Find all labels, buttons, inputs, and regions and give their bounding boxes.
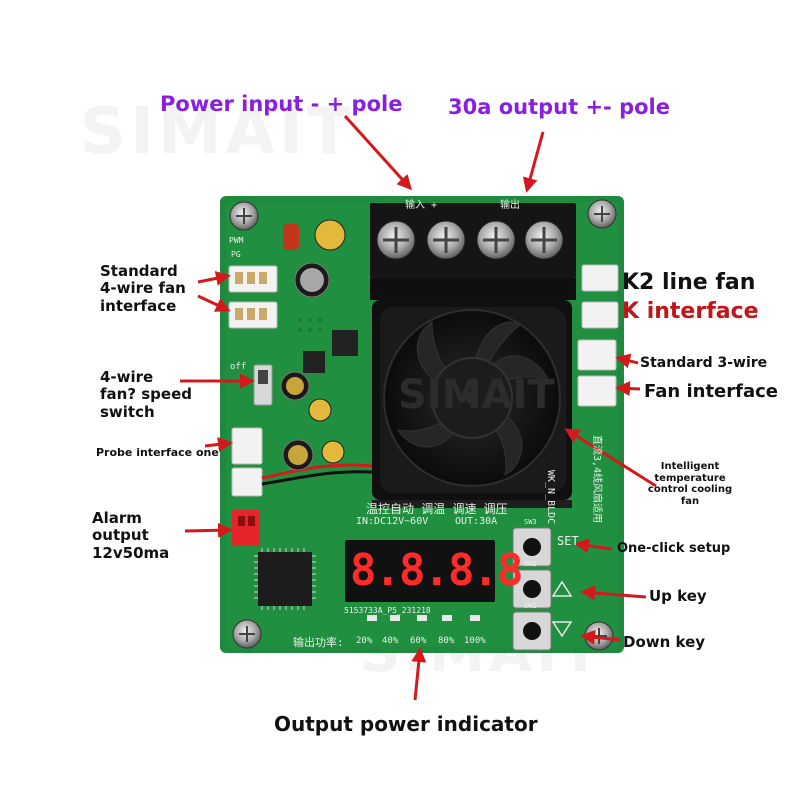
label-up-key: Up key	[649, 587, 707, 605]
label-k-interface: K interface	[622, 299, 759, 324]
silk-in: IN:DC12V~60V	[356, 516, 429, 527]
label-power-input: Power input - + pole	[160, 92, 403, 116]
conn-k	[581, 301, 619, 329]
label-std4-line1: Standard	[100, 262, 178, 280]
label-alarm-line3: 12v50ma	[92, 543, 170, 562]
silk-level-60: 60%	[410, 636, 427, 646]
label-output-pole: 30a output +- pole	[448, 95, 670, 119]
display-digits: 8.8.8.8	[350, 545, 523, 596]
label-speed-line2: fan? speed	[100, 385, 192, 404]
terminal-block	[370, 203, 576, 300]
label-fan-interface: Fan interface	[644, 381, 778, 402]
conn-3wire-1	[577, 339, 617, 371]
label-k2-line-fan: K2 line fan	[622, 270, 756, 295]
silk-level-40: 40%	[382, 636, 399, 646]
silk-out: OUT:30A	[455, 516, 498, 527]
conn-probe-2	[231, 467, 263, 497]
label-intel-line4: fan	[680, 495, 700, 507]
silk-model-code: 5153733A_P5_231218	[344, 606, 431, 615]
conn-3wire-2	[577, 375, 617, 407]
corner-screws	[229, 199, 617, 651]
label-std4-line3: interface	[100, 296, 177, 315]
silk-top-out: 输出	[500, 200, 520, 211]
silk-top-in: 输入 +	[405, 200, 438, 211]
silk-pwm: PWM	[229, 236, 244, 245]
silk-power-label: 输出功率:	[293, 636, 344, 649]
silk-side-cn: 直流3,4线风扇适用	[591, 435, 602, 524]
conn-k2	[581, 264, 619, 292]
silk-level-20: 20%	[356, 636, 373, 646]
silk-level-80: 80%	[438, 636, 455, 646]
silk-functions: 温控自动 调温 调速 调压	[366, 502, 508, 516]
label-down-key: Down key	[623, 633, 706, 651]
silk-level-100: 100%	[464, 636, 486, 646]
label-output-power-indicator: Output power indicator	[274, 712, 538, 736]
fan-watermark: SIMAIT	[398, 372, 555, 418]
label-intel-line1: Intelligent	[660, 461, 720, 472]
power-leds	[367, 615, 480, 621]
mcu-chip	[254, 548, 316, 610]
label-intel-line3: control cooling	[647, 484, 733, 495]
label-standard-4wire: Standard 4-wire fan interface	[100, 262, 186, 315]
silk-set: SET	[557, 534, 579, 548]
right-connectors	[577, 264, 619, 407]
label-one-click-setup: One-click setup	[617, 541, 731, 556]
label-intel-line2: temperature	[654, 472, 726, 484]
watermark-top: SIMAIT	[80, 95, 355, 169]
seven-segment-display	[345, 540, 495, 602]
silk-side-code: WK_N_BLDC	[545, 470, 556, 525]
label-alarm-line2: output	[92, 526, 149, 545]
label-alarm-output: Alarm output 12v50ma	[92, 509, 170, 562]
silk-sw3: SW3	[524, 518, 537, 526]
label-speed-line3: switch	[100, 402, 155, 421]
cooling-fan	[372, 300, 572, 508]
callout-arrows	[180, 114, 657, 701]
key-buttons	[512, 527, 552, 651]
capacitors	[280, 219, 358, 471]
label-speed-line1: 4-wire	[100, 368, 154, 386]
silk-pg: PG	[231, 250, 241, 259]
silk-off: off	[230, 362, 247, 372]
label-probe-interface: Probe interface one	[96, 446, 219, 459]
label-standard-3wire: Standard 3-wire	[640, 355, 768, 371]
label-intelligent-fan: Intelligent temperature control cooling …	[640, 461, 740, 507]
label-alarm-line1: Alarm	[92, 509, 142, 527]
conn-probe	[231, 427, 263, 465]
silk-sw1: SW1	[524, 602, 537, 610]
terminal-screws	[376, 220, 564, 260]
conn-alarm	[232, 510, 260, 546]
silk-sw2: SW2	[524, 560, 537, 568]
left-connectors	[228, 265, 278, 546]
label-speed-switch: 4-wire fan? speed switch	[100, 368, 192, 421]
label-std4-line2: 4-wire fan	[100, 279, 186, 298]
